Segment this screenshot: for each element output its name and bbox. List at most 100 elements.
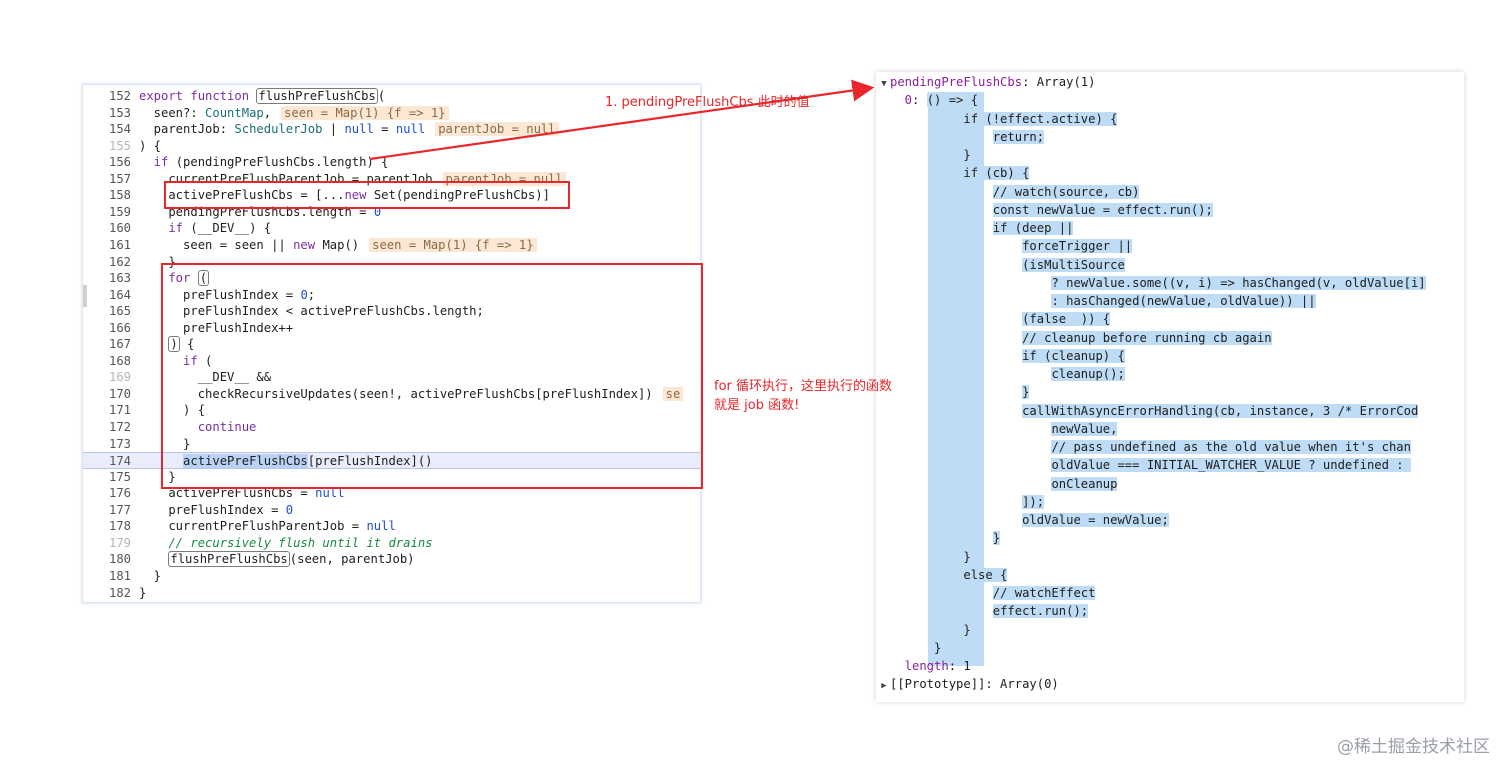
code-token: 0 — [300, 287, 308, 302]
code-line: 175 } — [83, 469, 700, 486]
line-number: 179 — [108, 535, 131, 550]
value-line: const newValue = effect.run(); — [876, 201, 1464, 219]
code-line: 181 } — [83, 568, 700, 585]
value-token: oldValue = newValue; — [1022, 513, 1169, 527]
expand-triangle-right-icon[interactable]: ▶ — [881, 681, 887, 692]
value-line: callWithAsyncErrorHandling(cb, instance,… — [876, 402, 1464, 420]
code-line: 172 continue — [83, 419, 700, 436]
code-line: 155) { — [83, 138, 700, 155]
devtools-value-panel: ▼pendingPreFlushCbs: Array(1) 0: () => {… — [876, 72, 1464, 702]
value-line: if (deep || — [876, 219, 1464, 237]
code-token: { — [179, 337, 195, 352]
line-number: 167 — [108, 337, 131, 352]
code-token: preFlushIndex = — [139, 502, 286, 517]
line-code: if (__DEV__) { — [139, 220, 271, 237]
value-line: } — [876, 639, 1464, 657]
line-number: 162 — [108, 254, 131, 269]
line-number: 154 — [108, 122, 131, 137]
value-token: ]); — [1022, 494, 1045, 509]
code-token: null — [344, 122, 374, 137]
code-token: activePreFlushCbs = — [139, 486, 316, 501]
code-line: 163 for ( — [83, 270, 700, 287]
line-code: if (pendingPreFlushCbs.length) { — [139, 154, 389, 171]
expand-triangle-down-icon[interactable]: ▼ — [881, 79, 887, 89]
line-code: preFlushIndex < activePreFlushCbs.length… — [139, 303, 484, 320]
line-code: preFlushIndex = 0 — [139, 502, 293, 519]
code-token: CountMap — [205, 105, 264, 120]
value-token: : — [912, 93, 927, 108]
value-line: effect.run(); — [876, 602, 1464, 620]
value-token: else { — [963, 567, 1008, 582]
line-number: 174 — [108, 454, 131, 469]
code-token: for — [139, 271, 198, 286]
line-number: 166 — [108, 320, 131, 335]
value-line[interactable]: ▼pendingPreFlushCbs: Array(1) — [876, 73, 1464, 91]
line-code: continue — [139, 419, 257, 436]
line-number: 170 — [108, 386, 131, 401]
code-line: 156 if (pendingPreFlushCbs.length) { — [83, 154, 700, 171]
line-code: ) { — [139, 336, 194, 353]
inline-value-hint: seen = Map(1) {f => 1} — [369, 237, 537, 252]
value-line: (false )) { — [876, 310, 1464, 328]
code-token: if — [139, 155, 176, 170]
code-token: currentPreFlushParentJob = — [139, 519, 367, 534]
value-line: (isMultiSource — [876, 256, 1464, 274]
line-number: 163 — [108, 271, 131, 286]
code-token: Set(pendingPreFlushCbs)] — [373, 188, 550, 203]
code-line: 171 ) { — [83, 402, 700, 419]
code-line: 166 preFlushIndex++ — [83, 320, 700, 337]
code-token: new — [344, 188, 374, 203]
code-token: seen = seen || — [139, 237, 294, 252]
value-line[interactable]: ▶[[Prototype]]: Array(0) — [876, 675, 1464, 693]
value-line: newValue, — [876, 420, 1464, 438]
code-token: (__DEV__) { — [190, 221, 272, 236]
line-number: 171 — [108, 403, 131, 418]
value-token: : 1 — [948, 659, 971, 673]
code-token: if — [139, 353, 206, 368]
for-loop-note-line1: for 循环执行，这里执行的函数 — [714, 379, 893, 394]
value-token: oldValue === INITIAL_WATCHER_VALUE ? und… — [1051, 458, 1411, 473]
line-number: 169 — [108, 370, 131, 385]
value-line: } — [876, 383, 1464, 401]
code-token: ( — [377, 89, 386, 103]
code-line: 167 ) { — [83, 336, 700, 353]
code-line: 158 activePreFlushCbs = [...new Set(pend… — [83, 187, 700, 204]
code-line: 164 preFlushIndex = 0; — [83, 287, 700, 304]
line-code: // recursively flush until it drains — [139, 535, 432, 552]
value-line: if (cb) { — [876, 164, 1464, 182]
value-token: } — [963, 622, 971, 637]
value-token: () => { — [926, 93, 979, 108]
value-line: if (!effect.active) { — [876, 110, 1464, 128]
property-key: length — [890, 659, 949, 673]
code-line: 153 seen?: CountMap,seen = Map(1) {f => … — [83, 105, 700, 122]
code-token: null — [315, 486, 345, 501]
line-code: checkRecursiveUpdates(seen!, activePreFl… — [139, 386, 684, 403]
code-line: 180 flushPreFlushCbs(seen, parentJob) — [83, 551, 700, 568]
code-token: ) — [168, 336, 180, 353]
line-number: 161 — [108, 237, 131, 252]
value-line: onCleanup — [876, 475, 1464, 493]
line-code: seen = seen || new Map()seen = Map(1) {f… — [139, 237, 537, 254]
line-code: activePreFlushCbs[preFlushIndex]() — [139, 453, 433, 470]
code-line: 160 if (__DEV__) { — [83, 220, 700, 237]
line-code: preFlushIndex++ — [139, 320, 293, 337]
line-code: __DEV__ && — [139, 369, 271, 386]
line-code: activePreFlushCbs = null — [139, 485, 344, 502]
for-loop-note-line2: 就是 job 函数! — [714, 398, 800, 413]
line-number: 181 — [108, 568, 131, 583]
code-token: ) { — [139, 138, 162, 153]
value-line: // watchEffect — [876, 584, 1464, 602]
code-token: | — [322, 122, 345, 137]
value-line: } — [876, 529, 1464, 547]
code-line: 168 if ( — [83, 353, 700, 370]
value-line: oldValue = newValue; — [876, 511, 1464, 529]
value-line: // cleanup before running cb again — [876, 329, 1464, 347]
line-number: 176 — [108, 486, 131, 501]
line-code: preFlushIndex = 0; — [139, 287, 315, 304]
code-token: , — [263, 105, 272, 120]
value-token: forceTrigger || — [1022, 239, 1133, 254]
line-number: 157 — [108, 171, 131, 186]
